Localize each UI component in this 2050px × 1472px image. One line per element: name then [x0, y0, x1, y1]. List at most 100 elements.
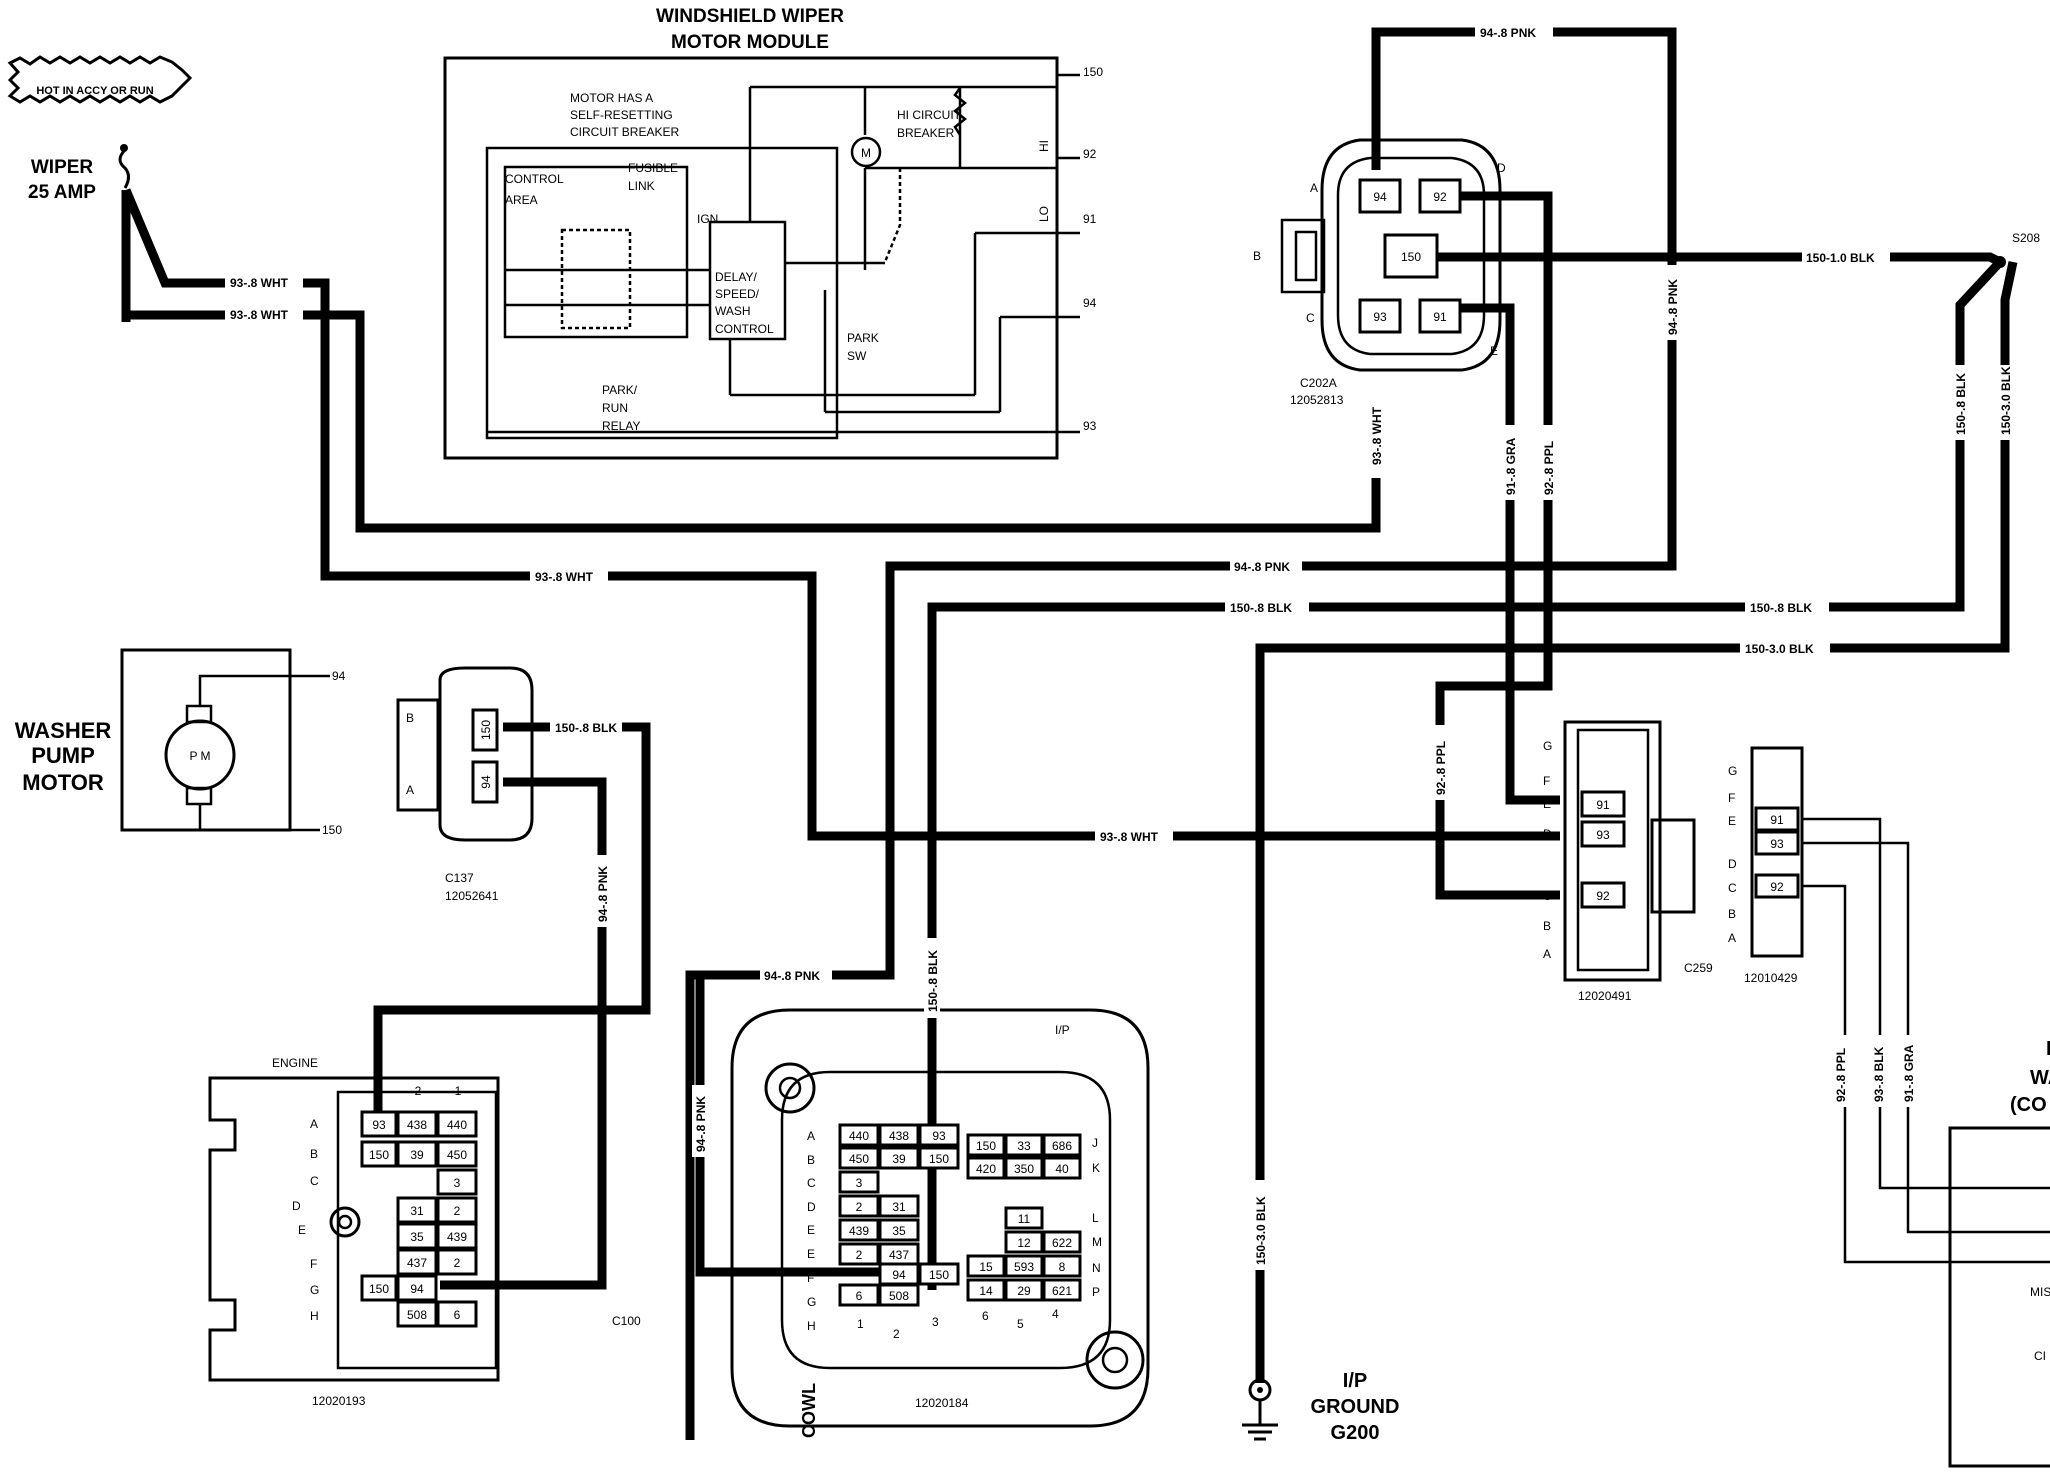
- wire-label: 94-.8 PNK: [1480, 26, 1536, 40]
- ip-cell: 350: [1014, 1162, 1034, 1176]
- c202a-pin-93: 93: [1373, 310, 1387, 324]
- ground-label-2: GROUND: [1311, 1396, 1400, 1418]
- fuse-dot: [120, 144, 128, 152]
- right-letter-g: G: [1728, 764, 1737, 778]
- ip-row-r: L: [1092, 1211, 1099, 1225]
- hot-flag-text: HOT IN ACCY OR RUN: [36, 85, 153, 97]
- ip-row-r: M: [1092, 1235, 1102, 1249]
- c100-cell: 39: [410, 1148, 424, 1162]
- ground-label-3: G200: [1331, 1422, 1380, 1444]
- ip-cell: 440: [849, 1129, 869, 1143]
- c100-cell: 438: [407, 1118, 427, 1132]
- ip-cell: 437: [889, 1248, 909, 1262]
- c202a-letter-d: D: [1497, 161, 1506, 175]
- ip-cell: 35: [892, 1224, 906, 1238]
- delay-2: SPEED/: [715, 287, 760, 301]
- ip-connector: I/P 12020184 COWL A B C D E E F G H J K …: [730, 1008, 1150, 1438]
- c100-cell: 2: [454, 1204, 461, 1218]
- wire-label: 92-.8 PPL: [1542, 441, 1556, 495]
- ip-cell: 420: [976, 1162, 996, 1176]
- ip-cell: 508: [889, 1289, 909, 1303]
- washer-label-3: MOTOR: [22, 770, 104, 795]
- hi-breaker-2: BREAKER: [897, 126, 955, 140]
- c202a-pin-94: 94: [1373, 190, 1387, 204]
- ip-cell: 14: [979, 1284, 993, 1298]
- c137-name: C137: [445, 871, 474, 885]
- c259-letter-b: B: [1543, 919, 1551, 933]
- c100-cell: 93: [372, 1118, 386, 1132]
- c100-col-1: 1: [455, 1084, 462, 1098]
- c259-name: C259: [1684, 961, 1713, 975]
- c259-part: 12020491: [1578, 989, 1632, 1003]
- c259-letter-e: E: [1543, 797, 1551, 811]
- ip-cell: 439: [849, 1224, 869, 1238]
- wire-label: 150-.8 BLK: [1954, 373, 1968, 435]
- c100-cell: 150: [369, 1282, 389, 1296]
- ip-row: B: [807, 1153, 815, 1167]
- wire-label: 94-.8 PNK: [1234, 560, 1290, 574]
- c100-cell: 6: [454, 1308, 461, 1322]
- c259-letter-g: G: [1543, 739, 1552, 753]
- c137-part: 12052641: [445, 889, 499, 903]
- ip-col: 3: [932, 1315, 939, 1329]
- c100-name: C100: [612, 1314, 641, 1328]
- right-pin-93: 93: [1770, 837, 1784, 851]
- ground-label-1: I/P: [1343, 1370, 1367, 1392]
- washer-term-94: 94: [332, 669, 346, 683]
- c259-letter-a: A: [1543, 947, 1551, 961]
- ip-label: I/P: [1055, 1023, 1070, 1037]
- wire-label: 150-3.0 BLK: [1745, 642, 1814, 656]
- ip-cell: 150: [929, 1268, 949, 1282]
- fuse-label-2: 25 AMP: [28, 182, 96, 203]
- wire-label: 91-.8 GRA: [1504, 437, 1518, 495]
- wire-label: 92-.8 PPL: [1434, 741, 1448, 795]
- c259-letter-c: C: [1543, 889, 1552, 903]
- right-pin-92: 92: [1770, 880, 1784, 894]
- ip-cell: 8: [1059, 1260, 1066, 1274]
- ip-cell: 686: [1052, 1139, 1072, 1153]
- c259-pin-91: 91: [1596, 798, 1610, 812]
- ip-row: G: [807, 1295, 816, 1309]
- ip-part: 12020184: [915, 1396, 969, 1410]
- c100-cell: 440: [447, 1118, 467, 1132]
- right-letter-a: A: [1728, 931, 1736, 945]
- wire-labels: 93-.8 WHT 93-.8 WHT 94-.8 PNK 150-1.0 BL…: [225, 24, 2013, 1270]
- ip-row: C: [807, 1176, 816, 1190]
- wire-label: 94-.8 PNK: [596, 866, 610, 922]
- c137-pin-94: 94: [479, 775, 493, 789]
- right-pin-91: 91: [1770, 813, 1784, 827]
- washer-label-1: WASHER: [15, 718, 112, 743]
- c100-connector: ENGINE 2 1 A B C D E F G H 93 438 440 15…: [208, 1056, 641, 1408]
- ip-col: 6: [982, 1309, 989, 1323]
- c202a-pin-92: 92: [1433, 190, 1447, 204]
- ip-cell: 39: [892, 1152, 906, 1166]
- right-connector: 91 93 92 G F E D C B A 12010429 P WA (CO…: [1728, 746, 2050, 1468]
- ip-row-r: P: [1092, 1285, 1100, 1299]
- right-partial-mis: MIS: [2030, 1285, 2050, 1299]
- c100-row-f: F: [310, 1257, 317, 1271]
- wire-label: 94-.8 PNK: [764, 969, 820, 983]
- c202a-letter-c: C: [1306, 311, 1315, 325]
- wire-label: 93-.8 BLK: [1872, 1046, 1886, 1102]
- c100-cell: 94: [410, 1282, 424, 1296]
- c202a-letter-b: B: [1253, 249, 1261, 263]
- relay-3: RELAY: [602, 419, 640, 433]
- ip-cell: 94: [892, 1268, 906, 1282]
- c259-letter-f: F: [1543, 774, 1550, 788]
- ip-cell: 621: [1052, 1284, 1072, 1298]
- module-note-3: CIRCUIT BREAKER: [570, 125, 679, 139]
- module-title-line1: WINDSHIELD WIPER: [656, 6, 844, 27]
- c137-connector: 150 94 B A C137 12052641: [396, 666, 534, 903]
- ip-row: E: [807, 1223, 815, 1237]
- cowl-label: COWL: [799, 1383, 819, 1438]
- right-partial-1: P: [2046, 1038, 2050, 1060]
- module-lo: LO: [1037, 206, 1051, 222]
- washer-label-2: PUMP: [31, 743, 95, 768]
- wire-label: 150-.8 BLK: [1230, 601, 1292, 615]
- wire-label: 150-.8 BLK: [555, 721, 617, 735]
- fuse-symbol: [118, 148, 130, 189]
- right-partial-3: (CO: [2010, 1094, 2047, 1116]
- ip-cell: 15: [979, 1260, 993, 1274]
- c137-pin-150: 150: [479, 720, 493, 740]
- hi-breaker-1: HI CIRCUIT: [897, 108, 962, 122]
